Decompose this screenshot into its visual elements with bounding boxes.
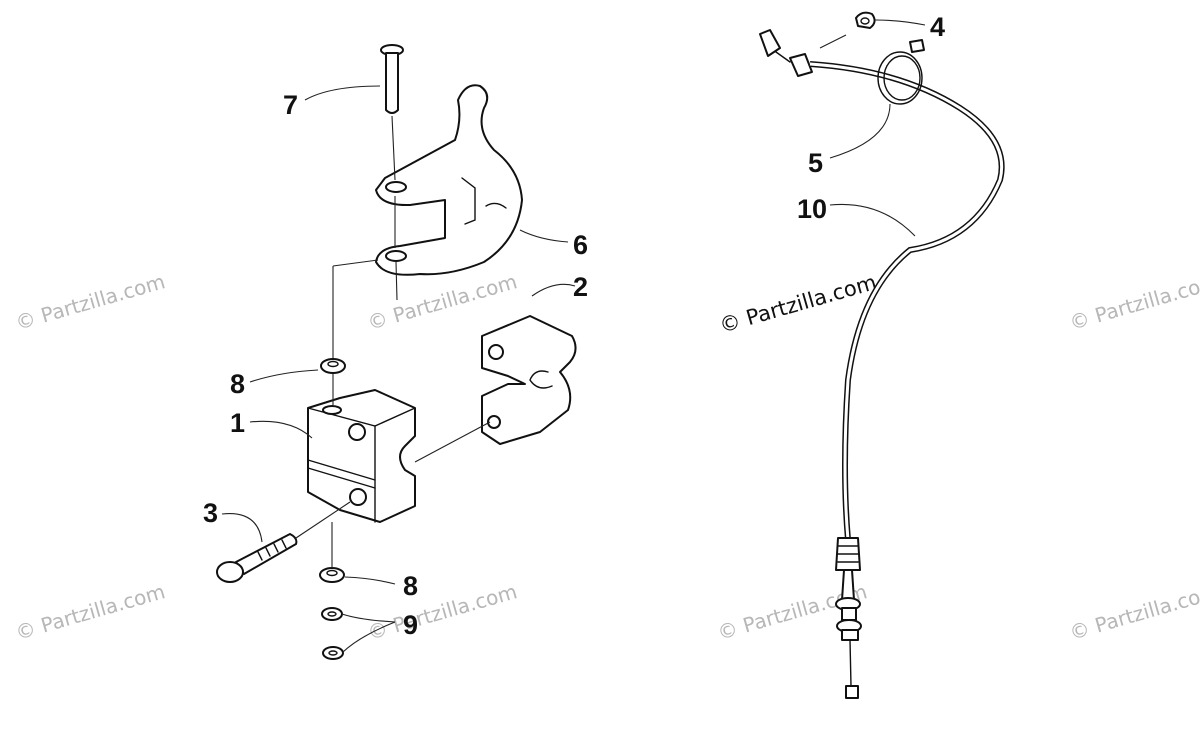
callout-8-upper: 8: [230, 369, 245, 399]
clamp-part-2: [481, 315, 577, 445]
callout-3: 3: [203, 498, 218, 528]
watermark-faint: © Partzilla.com: [1067, 579, 1200, 645]
cable-part-10: [759, 29, 1005, 699]
watermark-layer: © Partzilla.com © Partzilla.com © Partzi…: [13, 269, 1200, 645]
watermark-faint: © Partzilla.com: [1067, 269, 1200, 335]
clip-part-9-upper: [321, 607, 343, 621]
pin-part-7: [380, 44, 404, 114]
callout-9: 9: [403, 610, 418, 640]
callout-7: 7: [283, 90, 298, 120]
callout-labels: 7 6 2 8 1 3 8 9 4 5 10: [203, 12, 945, 640]
callout-5: 5: [808, 148, 823, 178]
callout-10: 10: [797, 194, 827, 224]
watermark-faint: © Partzilla.com: [365, 579, 520, 645]
assembly-lines-left: [295, 115, 491, 568]
clip-part-9-lower: [322, 646, 344, 660]
watermark-main: © Partzilla.com: [717, 270, 879, 338]
callout-1: 1: [230, 408, 245, 438]
watermark-faint: © Partzilla.com: [365, 269, 520, 335]
block-part-1: [307, 389, 416, 523]
callout-8-lower: 8: [403, 571, 418, 601]
leader-lines: [221, 19, 926, 653]
watermark-faint: © Partzilla.com: [13, 269, 168, 335]
washer-part-8-lower: [319, 567, 345, 583]
callout-4: 4: [930, 12, 945, 42]
callout-2: 2: [573, 272, 588, 302]
watermark-faint: © Partzilla.com: [13, 579, 168, 645]
washer-part-8-upper: [320, 358, 346, 374]
lever-part-6: [375, 84, 523, 276]
clip-part-4: [855, 11, 876, 29]
bolt-part-3: [216, 533, 298, 583]
callout-6: 6: [573, 230, 588, 260]
strap-part-5: [877, 39, 925, 105]
